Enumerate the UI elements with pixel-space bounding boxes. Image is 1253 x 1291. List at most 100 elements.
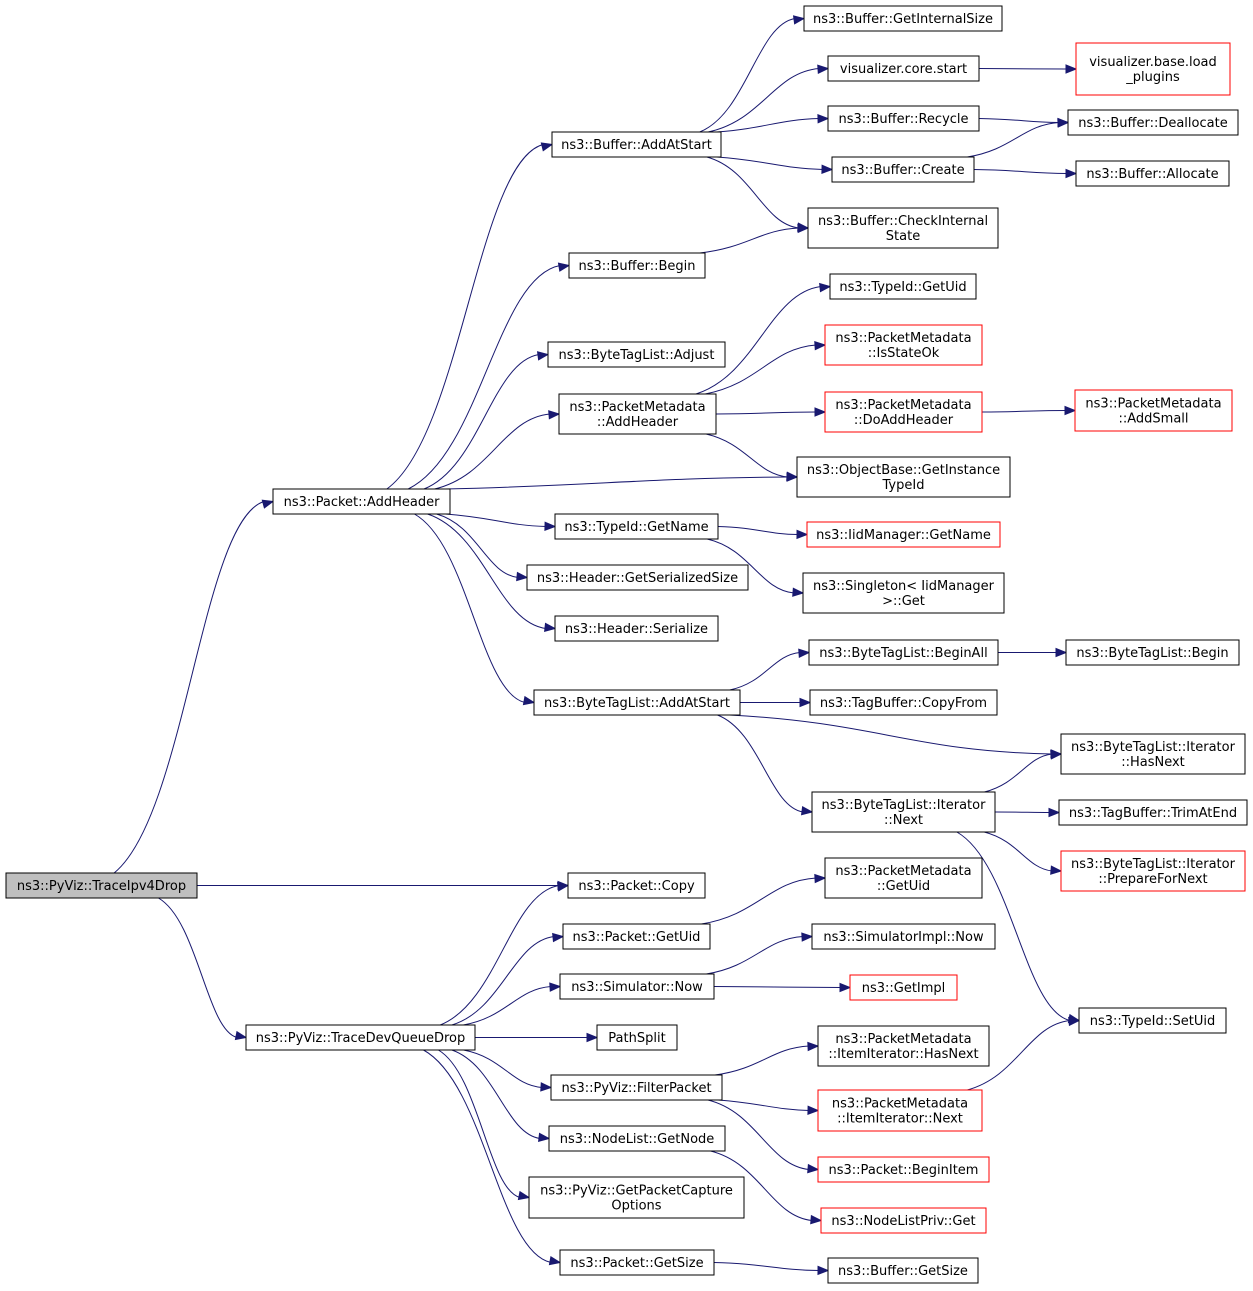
node-label: ns3::GetImpl <box>862 981 946 996</box>
node-label: ns3::ByteTagList::BeginAll <box>819 646 987 661</box>
arrowhead-icon <box>544 521 557 531</box>
node-sim-now[interactable]: ns3::Simulator::Now <box>559 973 715 1000</box>
node-buf-create[interactable]: ns3::Buffer::Create <box>831 156 975 183</box>
node-box <box>802 572 1005 614</box>
node-buf-getsize[interactable]: ns3::Buffer::GetSize <box>827 1257 979 1284</box>
node-label: ::AddSmall <box>1118 412 1188 427</box>
node-typeid-getname[interactable]: ns3::TypeId::GetName <box>554 513 719 540</box>
node-pm-isstateok[interactable]: ns3::PacketMetadata::IsStateOk <box>824 324 983 366</box>
node-pkt-beginitem[interactable]: ns3::Packet::BeginItem <box>817 1156 990 1183</box>
node-label: ns3::Packet::AddHeader <box>284 495 440 510</box>
node-pyviz-filterpacket[interactable]: ns3::PyViz::FilterPacket <box>550 1074 723 1101</box>
node-buf-getinternalsize[interactable]: ns3::Buffer::GetInternalSize <box>803 5 1003 32</box>
node-label: ::DoAddHeader <box>854 413 954 428</box>
node-btl-it-next[interactable]: ns3::ByteTagList::Iterator::Next <box>811 791 996 833</box>
node-box <box>796 456 1011 498</box>
node-pathsplit[interactable]: PathSplit <box>596 1024 678 1051</box>
node-label: ns3::PyViz::TraceIpv4Drop <box>17 879 186 894</box>
node-box <box>808 639 999 666</box>
node-box <box>550 1074 723 1101</box>
arrowhead-icon <box>786 471 799 481</box>
node-label: ns3::ByteTagList::Adjust <box>559 348 715 363</box>
node-btl-it-hasnext[interactable]: ns3::ByteTagList::Iterator::HasNext <box>1060 733 1246 775</box>
node-box <box>528 1176 745 1219</box>
node-hdr-getserializedsize[interactable]: ns3::Header::GetSerializedSize <box>526 564 749 591</box>
node-pm-it-next[interactable]: ns3::PacketMetadata::ItemIterator::Next <box>817 1089 983 1132</box>
node-typeid-setuid[interactable]: ns3::TypeId::SetUid <box>1078 1007 1227 1034</box>
arrowhead-icon <box>1057 118 1070 128</box>
node-pm-addsmall[interactable]: ns3::PacketMetadata::AddSmall <box>1074 389 1233 432</box>
node-box <box>1058 799 1248 826</box>
node-label: ::ItemIterator::Next <box>837 1112 963 1127</box>
call-edge-pyviz_filterpacket-to-pm_it_hasnext <box>714 1045 810 1076</box>
node-box <box>820 1207 987 1234</box>
node-box <box>567 872 706 899</box>
call-edge-sim_now-to-getimpl <box>713 986 842 988</box>
node-buf-allocate[interactable]: ns3::Buffer::Allocate <box>1075 160 1230 187</box>
node-pkt-addheader[interactable]: ns3::Packet::AddHeader <box>272 488 451 515</box>
node-iid-getname[interactable]: ns3::IidManager::GetName <box>806 521 1001 548</box>
node-label: ns3::PacketMetadata <box>835 1032 971 1047</box>
call-edge-pkt_addheader-to-ob_getinstancetypeid <box>445 476 789 490</box>
node-simimpl-now[interactable]: ns3::SimulatorImpl::Now <box>811 923 996 950</box>
arrowhead-icon <box>807 1041 820 1052</box>
node-nodelistpriv-get[interactable]: ns3::NodeListPriv::Get <box>820 1207 987 1234</box>
node-pkt-getuid[interactable]: ns3::Packet::GetUid <box>562 923 711 950</box>
node-typeid-getuid[interactable]: ns3::TypeId::GetUid <box>829 273 977 300</box>
node-box <box>827 105 980 132</box>
node-buf-recycle[interactable]: ns3::Buffer::Recycle <box>827 105 980 132</box>
node-box <box>806 521 1001 548</box>
call-edge-buf_addatstart-to-buf_create <box>716 156 824 170</box>
node-btl-begin[interactable]: ns3::ByteTagList::Begin <box>1065 639 1240 666</box>
node-box <box>554 615 719 642</box>
node-box <box>817 1089 983 1132</box>
node-viz-core-start[interactable]: visualizer.core.start <box>827 55 980 82</box>
node-label: ns3::PacketMetadata <box>835 398 971 413</box>
node-pm-it-hasnext[interactable]: ns3::PacketMetadata::ItemIterator::HasNe… <box>817 1025 990 1067</box>
node-singleton-get[interactable]: ns3::Singleton< IidManager>::Get <box>802 572 1005 614</box>
node-pkt-getsize[interactable]: ns3::Packet::GetSize <box>559 1249 715 1276</box>
node-buf-deallocate[interactable]: ns3::Buffer::Deallocate <box>1067 109 1239 136</box>
node-label: ns3::PacketMetadata <box>832 1097 968 1112</box>
node-btl-addatstart[interactable]: ns3::ByteTagList::AddAtStart <box>533 689 741 716</box>
call-edge-buf_create-to-buf_deallocate <box>967 122 1060 158</box>
node-tracedevqueuedrop[interactable]: ns3::PyViz::TraceDevQueueDrop <box>245 1024 476 1051</box>
node-box <box>551 131 722 158</box>
node-pkt-copy[interactable]: ns3::Packet::Copy <box>567 872 706 899</box>
node-btl-it-prepare[interactable]: ns3::ByteTagList::Iterator::PrepareForNe… <box>1060 850 1246 892</box>
call-edge-btl_it_next-to-tagbuf_trimatend <box>994 811 1051 813</box>
node-root[interactable]: ns3::PyViz::TraceIpv4Drop <box>5 872 198 899</box>
node-pm-getuid[interactable]: ns3::PacketMetadata::GetUid <box>824 857 983 899</box>
node-pm-addheader[interactable]: ns3::PacketMetadata::AddHeader <box>558 393 717 435</box>
arrowhead-icon <box>807 1105 820 1115</box>
node-box <box>568 252 706 279</box>
node-label: ns3::Header::GetSerializedSize <box>537 571 738 586</box>
node-pm-doaddheader[interactable]: ns3::PacketMetadata::DoAddHeader <box>824 391 983 433</box>
call-edge-btl_it_next-to-typeid_setuid <box>956 831 1071 1021</box>
node-label: ns3::Packet::GetUid <box>573 930 701 945</box>
node-label: ns3::Buffer::Allocate <box>1086 167 1218 182</box>
node-label: ns3::PyViz::TraceDevQueueDrop <box>256 1031 466 1046</box>
node-getimpl[interactable]: ns3::GetImpl <box>849 974 958 1001</box>
node-nodelist-getnode[interactable]: ns3::NodeList::GetNode <box>548 1125 726 1152</box>
node-label: ns3::ByteTagList::Iterator <box>1071 857 1236 872</box>
node-label: ns3::Singleton< IidManager <box>813 579 995 594</box>
arrowhead-icon <box>1064 405 1077 416</box>
node-btl-beginall[interactable]: ns3::ByteTagList::BeginAll <box>808 639 999 666</box>
node-buf-begin[interactable]: ns3::Buffer::Begin <box>568 252 706 279</box>
node-box <box>824 324 983 366</box>
node-btl-adjust[interactable]: ns3::ByteTagList::Adjust <box>547 341 726 368</box>
node-tagbuf-trimatend[interactable]: ns3::TagBuffer::TrimAtEnd <box>1058 799 1248 826</box>
node-tagbuf-copyfrom[interactable]: ns3::TagBuffer::CopyFrom <box>809 689 998 716</box>
arrowhead-icon <box>540 1082 553 1092</box>
call-edge-pkt_getsize-to-buf_getsize <box>713 1262 820 1271</box>
node-buf-addatstart[interactable]: ns3::Buffer::AddAtStart <box>551 131 722 158</box>
arrowhead-icon <box>516 571 529 582</box>
node-viz-base-loadplugins[interactable]: visualizer.base.load_plugins <box>1075 42 1231 96</box>
node-hdr-serialize[interactable]: ns3::Header::Serialize <box>554 615 719 642</box>
call-edge-pm_doaddheader-to-pm_addsmall <box>981 410 1067 413</box>
